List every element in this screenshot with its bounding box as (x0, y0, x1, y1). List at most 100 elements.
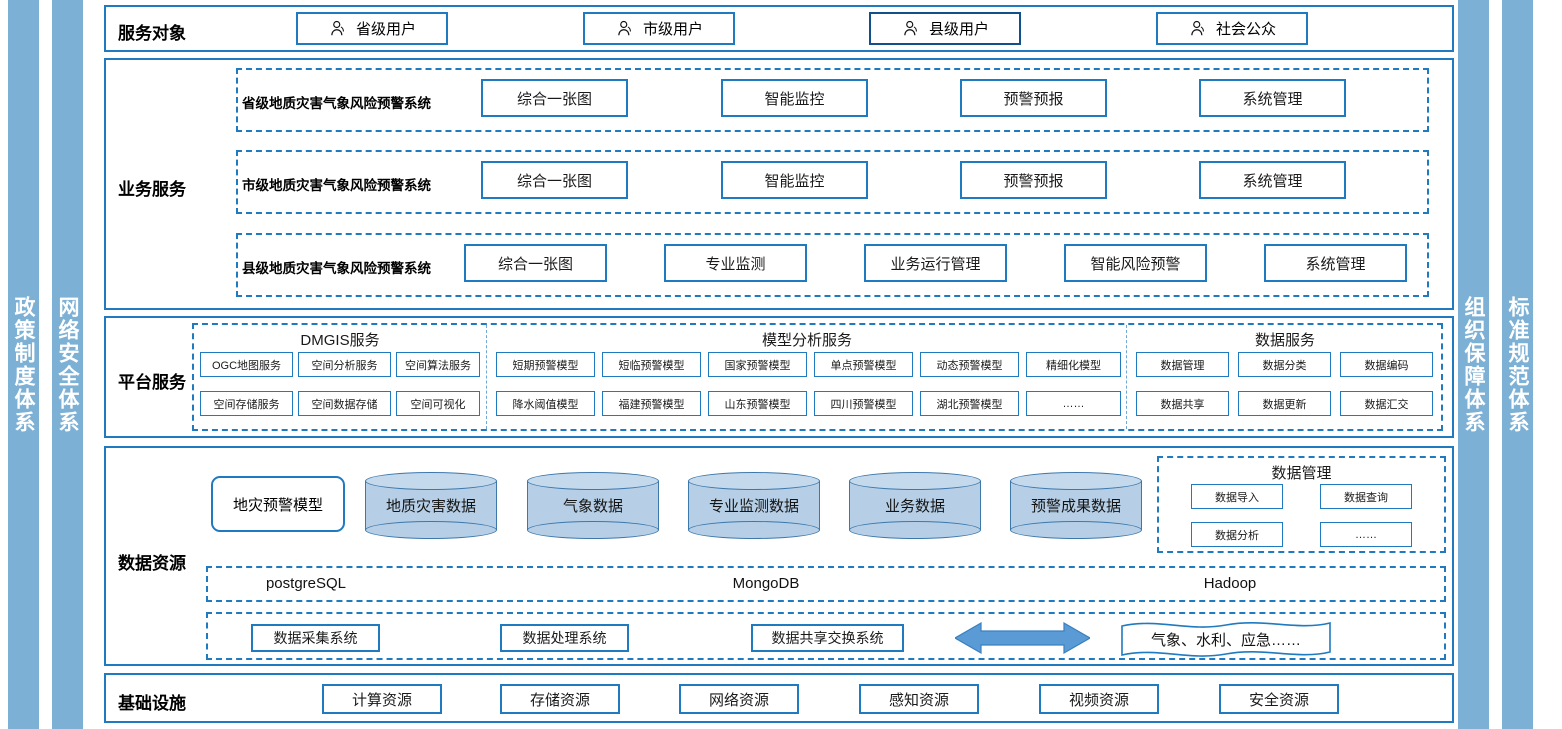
user-chip-public-label: 社会公众 (1215, 21, 1276, 38)
platform-service-groups-container (192, 323, 1443, 431)
cylinder-bottom (849, 521, 981, 539)
platform-item-data-management[interactable]: 数据管理 (1136, 352, 1229, 377)
user-chip-province-label: 省级用户 (355, 21, 416, 38)
database-hadoop: Hadoop (1203, 575, 1257, 592)
cylinder-meteorological-data: 气象数据 (527, 472, 659, 539)
cylinder-top (527, 472, 659, 490)
sidebar-organization-guarantee-system: 组织保障体系 (1458, 0, 1489, 729)
module-city-smart-monitor[interactable]: 智能监控 (721, 161, 868, 199)
data-management-box (1157, 456, 1446, 553)
platform-item-single-point-warning-model[interactable]: 单点预警模型 (814, 352, 913, 377)
user-chip-city[interactable]: 市级用户 (583, 12, 735, 45)
cylinder-bottom (1010, 521, 1142, 539)
platform-item-refined-model[interactable]: 精细化模型 (1026, 352, 1121, 377)
person-icon (901, 19, 921, 39)
platform-item-data-classification[interactable]: 数据分类 (1238, 352, 1331, 377)
platform-item-model-more[interactable]: …… (1026, 391, 1121, 416)
person-icon (328, 19, 348, 39)
platform-item-national-warning-model[interactable]: 国家预警模型 (708, 352, 807, 377)
data-management-item-more[interactable]: …… (1320, 522, 1412, 547)
sidebar-network-security-system-label: 网络安全体系 (56, 295, 79, 434)
data-management-item-import[interactable]: 数据导入 (1191, 484, 1283, 509)
business-row-province (236, 68, 1429, 132)
external-departments-label: 气象、水利、应急…… (1150, 631, 1301, 649)
module-county-smart-risk-warning[interactable]: 智能风险预警 (1064, 244, 1207, 282)
platform-item-dynamic-warning-model[interactable]: 动态预警模型 (920, 352, 1019, 377)
pipeline-sharing-exchange-system[interactable]: 数据共享交换系统 (751, 624, 904, 652)
platform-group-data-service-title: 数据服务 (1254, 332, 1315, 349)
cylinder-professional-monitoring-data: 专业监测数据 (688, 472, 820, 539)
platform-group-separator-2 (1126, 325, 1127, 429)
database-postgresql: postgreSQL (265, 575, 347, 592)
cylinder-bottom (527, 521, 659, 539)
module-province-onemap[interactable]: 综合一张图 (481, 79, 628, 117)
cylinder-meteorological-data-label: 气象数据 (562, 498, 623, 515)
cylinder-bottom (688, 521, 820, 539)
data-resource-model-box[interactable]: 地灾预警模型 (211, 476, 345, 532)
user-chip-city-label: 市级用户 (642, 21, 703, 38)
cylinder-top (688, 472, 820, 490)
infra-item-sensing-resource[interactable]: 感知资源 (859, 684, 979, 714)
business-row-county-system: 县级地质灾害气象风险预警系统 (242, 261, 431, 276)
module-city-warning-forecast[interactable]: 预警预报 (960, 161, 1107, 199)
infrastructure-layer-label: 基础设施 (118, 694, 186, 713)
cylinder-warning-result-data: 预警成果数据 (1010, 472, 1142, 539)
platform-item-hubei-warning-model[interactable]: 湖北预警模型 (920, 391, 1019, 416)
platform-item-spatial-algorithm-service[interactable]: 空间算法服务 (396, 352, 480, 377)
sidebar-standard-specification-system: 标准规范体系 (1502, 0, 1533, 729)
pipeline-processing-system[interactable]: 数据处理系统 (500, 624, 629, 652)
infra-item-computing-resource[interactable]: 计算资源 (322, 684, 442, 714)
infra-item-storage-resource[interactable]: 存储资源 (500, 684, 620, 714)
platform-item-short-term-warning-model[interactable]: 短期预警模型 (496, 352, 595, 377)
user-chip-county[interactable]: 县级用户 (869, 12, 1021, 45)
platform-item-sichuan-warning-model[interactable]: 四川预警模型 (814, 391, 913, 416)
module-county-onemap[interactable]: 综合一张图 (464, 244, 607, 282)
module-county-operation-management[interactable]: 业务运行管理 (864, 244, 1007, 282)
business-row-province-system: 省级地质灾害气象风险预警系统 (242, 96, 431, 111)
data-pipeline-row (206, 612, 1446, 660)
data-resource-layer-label: 数据资源 (118, 554, 186, 573)
module-province-system-management[interactable]: 系统管理 (1199, 79, 1346, 117)
cylinder-warning-result-data-label: 预警成果数据 (1030, 498, 1121, 515)
data-management-item-analysis[interactable]: 数据分析 (1191, 522, 1283, 547)
platform-item-spatial-data-storage[interactable]: 空间数据存储 (298, 391, 391, 416)
module-city-onemap[interactable]: 综合一张图 (481, 161, 628, 199)
platform-item-ogc-map-service[interactable]: OGC地图服务 (200, 352, 293, 377)
infra-item-security-resource[interactable]: 安全资源 (1219, 684, 1339, 714)
platform-item-precipitation-threshold-model[interactable]: 降水阈值模型 (496, 391, 595, 416)
platform-item-shandong-warning-model[interactable]: 山东预警模型 (708, 391, 807, 416)
module-county-professional-monitor[interactable]: 专业监测 (664, 244, 807, 282)
platform-item-data-sharing[interactable]: 数据共享 (1136, 391, 1229, 416)
platform-service-layer (104, 316, 1454, 438)
platform-item-fujian-warning-model[interactable]: 福建预警模型 (602, 391, 701, 416)
sidebar-policy-system-label: 政策制度体系 (12, 295, 35, 434)
user-chip-public[interactable]: 社会公众 (1156, 12, 1308, 45)
cylinder-bottom (365, 521, 497, 539)
infra-item-video-resource[interactable]: 视频资源 (1039, 684, 1159, 714)
platform-item-spatial-storage-service[interactable]: 空间存储服务 (200, 391, 293, 416)
platform-service-layer-label: 平台服务 (118, 373, 186, 392)
platform-item-imminent-warning-model[interactable]: 短临预警模型 (602, 352, 701, 377)
database-mongodb: MongoDB (732, 575, 800, 592)
cylinder-top (365, 472, 497, 490)
data-management-item-query[interactable]: 数据查询 (1320, 484, 1412, 509)
platform-item-spatial-analysis-service[interactable]: 空间分析服务 (298, 352, 391, 377)
service-object-layer-label: 服务对象 (118, 24, 186, 43)
external-departments-box: 气象、水利、应急…… (1118, 618, 1334, 660)
user-chip-province[interactable]: 省级用户 (296, 12, 448, 45)
cylinder-top (849, 472, 981, 490)
module-province-warning-forecast[interactable]: 预警预报 (960, 79, 1107, 117)
module-province-smart-monitor[interactable]: 智能监控 (721, 79, 868, 117)
module-city-system-management[interactable]: 系统管理 (1199, 161, 1346, 199)
business-row-city (236, 150, 1429, 214)
platform-item-data-update[interactable]: 数据更新 (1238, 391, 1331, 416)
platform-item-data-encoding[interactable]: 数据编码 (1340, 352, 1433, 377)
cylinder-geohazard-data-label: 地质灾害数据 (385, 498, 476, 515)
infra-item-network-resource[interactable]: 网络资源 (679, 684, 799, 714)
module-county-system-management[interactable]: 系统管理 (1264, 244, 1407, 282)
platform-item-data-submission[interactable]: 数据汇交 (1340, 391, 1433, 416)
cylinder-professional-monitoring-data-label: 专业监测数据 (708, 498, 799, 515)
platform-item-spatial-visualization[interactable]: 空间可视化 (396, 391, 480, 416)
person-icon (615, 19, 635, 39)
pipeline-collection-system[interactable]: 数据采集系统 (251, 624, 380, 652)
